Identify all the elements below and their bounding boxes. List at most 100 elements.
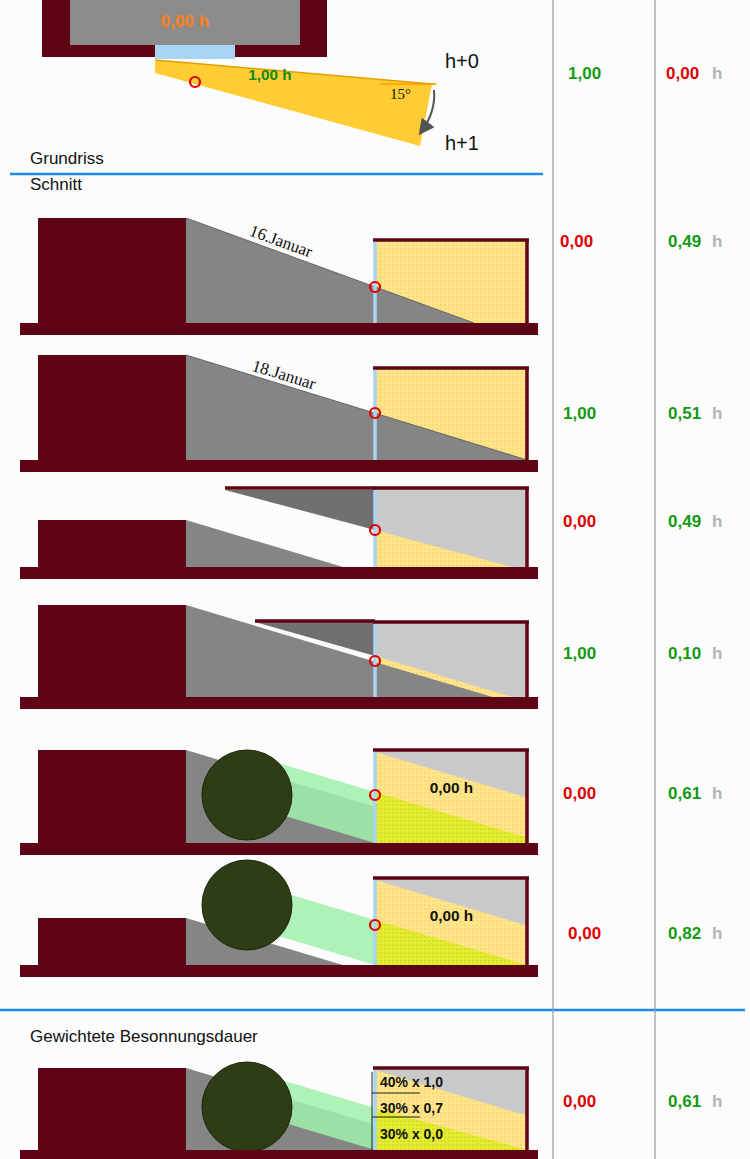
room-roof — [373, 486, 529, 490]
room-window — [373, 490, 377, 567]
building-plan: 0,00 h — [70, 0, 300, 45]
sun-ray — [186, 355, 527, 460]
room-wall — [525, 1068, 529, 1150]
caption-label: h+1 — [445, 132, 479, 154]
shadow — [186, 355, 527, 460]
node-text: 0,00 h — [378, 780, 525, 797]
room-roof — [373, 876, 529, 880]
tree — [202, 1062, 292, 1152]
ground — [20, 843, 538, 855]
room-wall — [525, 750, 529, 843]
measure-point — [370, 790, 380, 800]
overhang — [225, 486, 375, 490]
overhang-shadow — [225, 490, 375, 530]
room-wall — [525, 622, 529, 697]
zone-divider — [372, 1116, 420, 1117]
ground — [20, 567, 538, 579]
room-filtered-light — [375, 792, 527, 843]
node-text: 0,00 h — [70, 13, 300, 32]
room-shaded — [375, 878, 527, 965]
room-wall — [525, 240, 529, 323]
room-filtered-light — [375, 920, 527, 965]
value-label: 0,00 — [568, 925, 601, 944]
room-window — [373, 370, 377, 460]
value-label: 0,49 — [668, 513, 701, 532]
neighbour-building — [38, 355, 186, 460]
room-sunlit — [375, 656, 512, 697]
caption-label: Gewichtete Besonnungsdauer — [30, 1028, 258, 1047]
neighbour-building — [38, 750, 186, 843]
node-text: 30% x 0,7 — [380, 1101, 526, 1116]
value-label: 0,00 — [560, 233, 593, 252]
ground — [20, 965, 538, 977]
value-label: 0,61 — [668, 1093, 701, 1112]
value-label: 0,51 — [668, 405, 701, 424]
tree — [202, 750, 292, 840]
sun-wedge — [155, 60, 432, 146]
ground — [20, 697, 538, 709]
neighbour-building — [38, 520, 186, 567]
building-interior — [70, 0, 300, 45]
room-shaded — [375, 488, 527, 567]
room-sunlit — [375, 752, 527, 843]
value-label: h — [712, 513, 722, 532]
separator-line — [0, 1009, 745, 1012]
caption-label: Grundriss — [30, 150, 104, 169]
node-text: 0,00 h — [378, 908, 525, 925]
value-label: h — [712, 65, 722, 84]
room-window — [373, 624, 377, 697]
zone-divider — [372, 1092, 420, 1093]
value-label: h — [712, 645, 722, 664]
room-window — [373, 880, 377, 965]
room-roof — [373, 366, 529, 370]
room-wall — [525, 368, 529, 460]
caption-label: 15° — [390, 86, 411, 103]
column-rule — [552, 0, 553, 1159]
value-label: 0,00 — [563, 513, 596, 532]
measure-point — [190, 77, 200, 87]
room-sunlit — [375, 1070, 527, 1150]
measure-point — [370, 282, 380, 292]
value-label: 0,82 — [668, 925, 701, 944]
sun-ray — [186, 218, 474, 323]
room-wall — [525, 878, 529, 965]
value-label: 1,00 — [568, 65, 601, 84]
zone-divider — [372, 1072, 373, 1150]
neighbour-building — [38, 1068, 186, 1150]
sun-sector: 1,00 h — [215, 63, 325, 87]
value-label: 0,00 — [563, 785, 596, 804]
value-label: h — [712, 1093, 722, 1112]
column-rule — [654, 0, 655, 1159]
room-shaded — [375, 750, 527, 843]
node-text: 1,00 h — [215, 67, 325, 84]
room-sunlit — [375, 530, 512, 567]
measure-point — [370, 656, 380, 666]
room-window — [373, 752, 377, 843]
room-window — [373, 1070, 377, 1150]
ground — [20, 323, 538, 335]
tree — [202, 860, 292, 950]
neighbour-building — [38, 918, 186, 965]
value-label: h — [712, 925, 722, 944]
value-label: 1,00 — [563, 405, 596, 424]
node-text: 40% x 1,0 — [380, 1075, 526, 1090]
value-label: 0,49 — [668, 233, 701, 252]
caption-label: h+0 — [445, 50, 479, 72]
value-label: 0,10 — [668, 645, 701, 664]
room-roof — [373, 1066, 529, 1070]
value-label: 0,61 — [668, 785, 701, 804]
room-roof — [373, 748, 529, 752]
separator-line — [10, 173, 543, 176]
value-label: 1,00 — [563, 645, 596, 664]
room: 0,00 h — [378, 775, 525, 801]
rotation-arrow — [421, 90, 434, 132]
ground — [20, 1150, 538, 1159]
sun-edge — [155, 60, 432, 84]
value-label: 0,00 — [666, 65, 699, 84]
room: 40% x 1,0 30% x 0,7 30% x 0,0 — [376, 1070, 526, 1148]
room-shaded — [375, 1068, 527, 1150]
room: 0,00 h — [378, 903, 525, 929]
node-text: 30% x 0,0 — [380, 1127, 526, 1142]
